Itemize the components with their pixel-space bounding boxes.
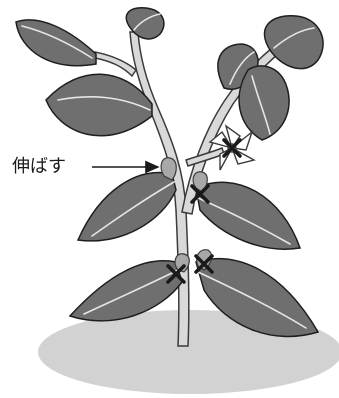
leaf-top-right xyxy=(264,16,323,69)
leaf-lower-right xyxy=(196,182,300,249)
leaf-lower-left xyxy=(78,172,176,240)
leaf-upper-left xyxy=(16,20,96,66)
upper-left-branch xyxy=(95,52,136,76)
leaf-right-mid xyxy=(239,66,289,140)
callout-label-extend: 伸ばす xyxy=(12,156,66,178)
